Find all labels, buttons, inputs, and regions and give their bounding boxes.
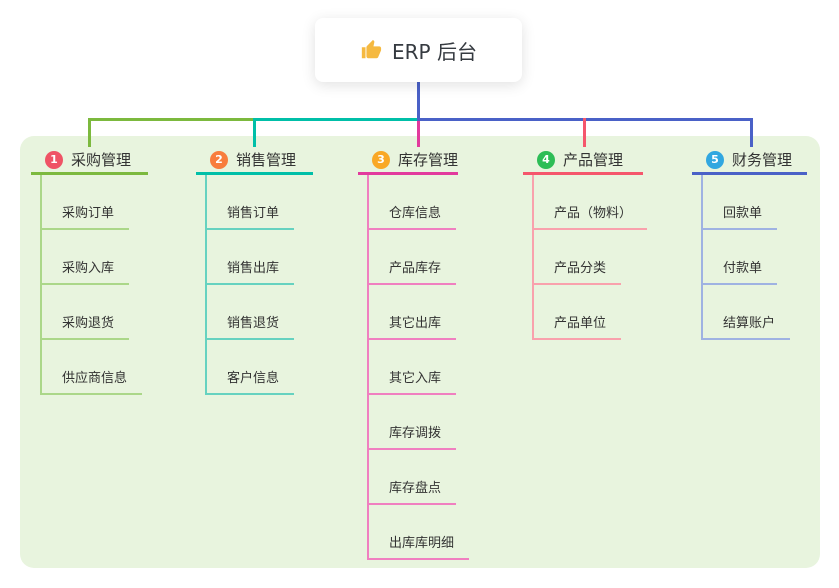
- mindmap-node[interactable]: 产品单位: [534, 285, 622, 340]
- branch-node-finance[interactable]: 5 财务管理: [692, 147, 807, 175]
- branch-inventory: 3 库存管理 仓库信息 产品库存 其它出库 其它入库 库存调拨 库存盘点 出库库…: [358, 147, 470, 560]
- branch-number-badge: 4: [537, 150, 555, 169]
- branch-label: 库存管理: [398, 151, 459, 169]
- mindmap-node[interactable]: 销售订单: [207, 175, 295, 230]
- branch-label: 产品管理: [563, 151, 624, 169]
- connector-segment-purchase: [88, 118, 253, 121]
- branch-items-purchase: 采购订单 采购入库 采购退货 供应商信息: [40, 175, 148, 395]
- thumbs-up-icon: [361, 39, 382, 59]
- mindmap-node[interactable]: 付款单: [703, 230, 778, 285]
- mindmap-node[interactable]: 产品库存: [369, 230, 457, 285]
- branch-sales: 2 销售管理 销售订单 销售出库 销售退货 客户信息: [196, 147, 313, 395]
- root-node[interactable]: ERP 后台: [315, 18, 522, 82]
- mindmap-node[interactable]: 销售出库: [207, 230, 295, 285]
- branch-node-purchase[interactable]: 1 采购管理: [31, 147, 148, 175]
- branch-drop-inventory: [417, 121, 420, 147]
- branch-node-sales[interactable]: 2 销售管理: [196, 147, 313, 175]
- mindmap-node[interactable]: 库存盘点: [369, 450, 457, 505]
- branch-node-product[interactable]: 4 产品管理: [523, 147, 643, 175]
- branch-drop-product: [583, 118, 586, 147]
- branch-items-finance: 回款单 付款单 结算账户: [701, 175, 807, 340]
- mindmap-node[interactable]: 结算账户: [703, 285, 791, 340]
- branch-purchase: 1 采购管理 采购订单 采购入库 采购退货 供应商信息: [31, 147, 148, 395]
- mindmap-node[interactable]: 供应商信息: [42, 340, 143, 395]
- mindmap-node[interactable]: 其它入库: [369, 340, 457, 395]
- mindmap-node[interactable]: 采购入库: [42, 230, 130, 285]
- mindmap-node[interactable]: 产品（物料）: [534, 175, 648, 230]
- mindmap-node[interactable]: 销售退货: [207, 285, 295, 340]
- mindmap-node[interactable]: 采购退货: [42, 285, 130, 340]
- branch-label: 销售管理: [236, 151, 297, 169]
- branch-product: 4 产品管理 产品（物料） 产品分类 产品单位: [523, 147, 648, 340]
- branch-number-badge: 2: [210, 150, 228, 169]
- mindmap-node[interactable]: 回款单: [703, 175, 778, 230]
- branch-items-product: 产品（物料） 产品分类 产品单位: [532, 175, 648, 340]
- branch-number-badge: 3: [372, 150, 390, 169]
- connector-segment-sales: [253, 118, 417, 121]
- branch-finance: 5 财务管理 回款单 付款单 结算账户: [692, 147, 807, 340]
- mindmap-node[interactable]: 其它出库: [369, 285, 457, 340]
- branch-label: 财务管理: [732, 151, 793, 169]
- mindmap-node[interactable]: 出库库明细: [369, 505, 470, 560]
- root-node-title: ERP 后台: [392, 39, 477, 64]
- mindmap-node[interactable]: 仓库信息: [369, 175, 457, 230]
- mindmap-background-panel: [20, 136, 820, 568]
- branch-drop-purchase: [88, 118, 91, 147]
- root-connector-line: [417, 82, 420, 118]
- mindmap-node[interactable]: 采购订单: [42, 175, 130, 230]
- branch-number-badge: 5: [706, 150, 724, 169]
- mindmap-node[interactable]: 产品分类: [534, 230, 622, 285]
- branch-number-badge: 1: [45, 150, 63, 169]
- branch-items-sales: 销售订单 销售出库 销售退货 客户信息: [205, 175, 313, 395]
- branch-items-inventory: 仓库信息 产品库存 其它出库 其它入库 库存调拨 库存盘点 出库库明细: [367, 175, 470, 560]
- branch-label: 采购管理: [71, 151, 132, 169]
- mindmap-node[interactable]: 库存调拨: [369, 395, 457, 450]
- branch-drop-sales: [253, 118, 256, 147]
- mindmap-node[interactable]: 客户信息: [207, 340, 295, 395]
- branch-node-inventory[interactable]: 3 库存管理: [358, 147, 458, 175]
- branch-drop-finance: [750, 118, 753, 147]
